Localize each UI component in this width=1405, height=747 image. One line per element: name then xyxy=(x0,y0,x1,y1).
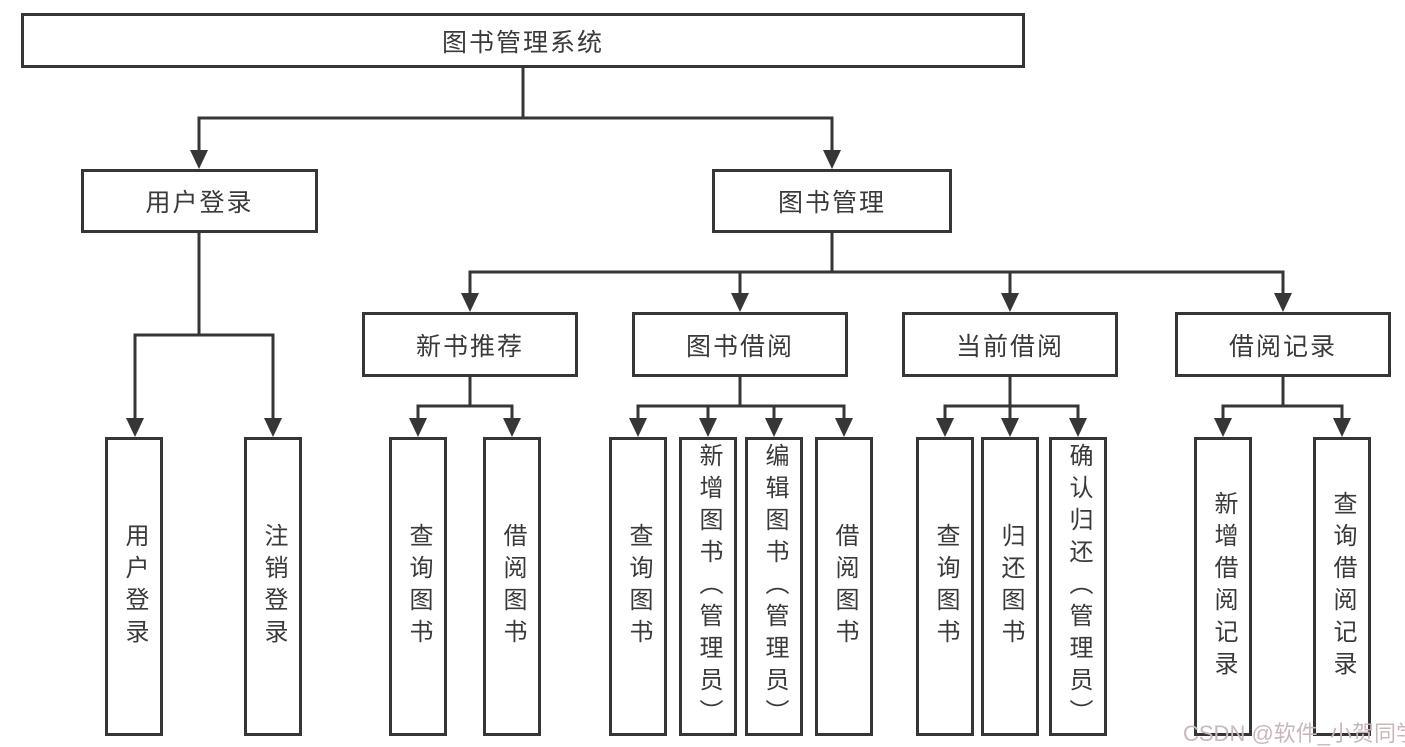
leaf-user-login: 用户登录 xyxy=(105,437,163,736)
connector-current-borrow xyxy=(943,375,1080,418)
leaf-query-books-recommend: 查询图书 xyxy=(389,437,447,736)
leaf-add-book-admin: 新增图书（管理员） xyxy=(679,437,737,736)
leaf-add-borrow-record: 新增借阅记录 xyxy=(1194,437,1252,736)
node-book-borrow: 图书借阅 xyxy=(632,312,848,377)
arrow-down-icon xyxy=(765,418,783,437)
leaf-query-books-borrow: 查询图书 xyxy=(609,437,667,736)
arrow-down-icon xyxy=(1274,293,1292,312)
arrow-down-icon xyxy=(126,418,144,437)
arrow-down-icon xyxy=(1214,418,1232,437)
arrow-down-icon xyxy=(190,150,208,169)
node-new-book-recommend: 新书推荐 xyxy=(362,312,578,377)
leaf-borrow-books-recommend: 借阅图书 xyxy=(483,437,541,736)
leaf-logout: 注销登录 xyxy=(244,437,302,736)
node-book-management: 图书管理 xyxy=(712,169,952,233)
node-user-login: 用户登录 xyxy=(81,169,318,233)
leaf-return-book: 归还图书 xyxy=(981,437,1039,736)
arrow-down-icon xyxy=(629,418,647,437)
arrow-down-icon xyxy=(264,418,282,437)
node-borrow-records: 借阅记录 xyxy=(1175,312,1391,377)
node-current-borrow: 当前借阅 xyxy=(902,312,1118,377)
node-root: 图书管理系统 xyxy=(21,13,1025,68)
arrow-down-icon xyxy=(1001,293,1019,312)
arrow-down-icon xyxy=(1069,418,1087,437)
arrow-down-icon xyxy=(835,418,853,437)
arrow-down-icon xyxy=(409,418,427,437)
arrowheads xyxy=(126,150,1351,437)
arrow-down-icon xyxy=(731,293,749,312)
connector-borrow-records xyxy=(1221,375,1344,418)
arrow-down-icon xyxy=(1333,418,1351,437)
arrow-down-icon xyxy=(823,150,841,169)
connector-user-login xyxy=(133,231,275,418)
leaf-edit-book-admin: 编辑图书（管理员） xyxy=(745,437,803,736)
connector-book-borrow xyxy=(636,375,846,418)
arrow-down-icon xyxy=(461,293,479,312)
connector-new-book-recommend xyxy=(416,375,514,418)
watermark: CSDN @软件_小贺同学 xyxy=(1183,721,1405,746)
leaf-query-borrow-record: 查询借阅记录 xyxy=(1313,437,1371,736)
leaf-query-books-current: 查询图书 xyxy=(916,437,974,736)
leaf-confirm-return-admin: 确认归还（管理员） xyxy=(1049,437,1107,736)
arrow-down-icon xyxy=(1001,418,1019,437)
connector-root xyxy=(197,66,834,151)
arrow-down-icon xyxy=(936,418,954,437)
arrow-down-icon xyxy=(503,418,521,437)
leaf-borrow-books: 借阅图书 xyxy=(815,437,873,736)
connector-book-management xyxy=(468,231,1285,294)
arrow-down-icon xyxy=(699,418,717,437)
